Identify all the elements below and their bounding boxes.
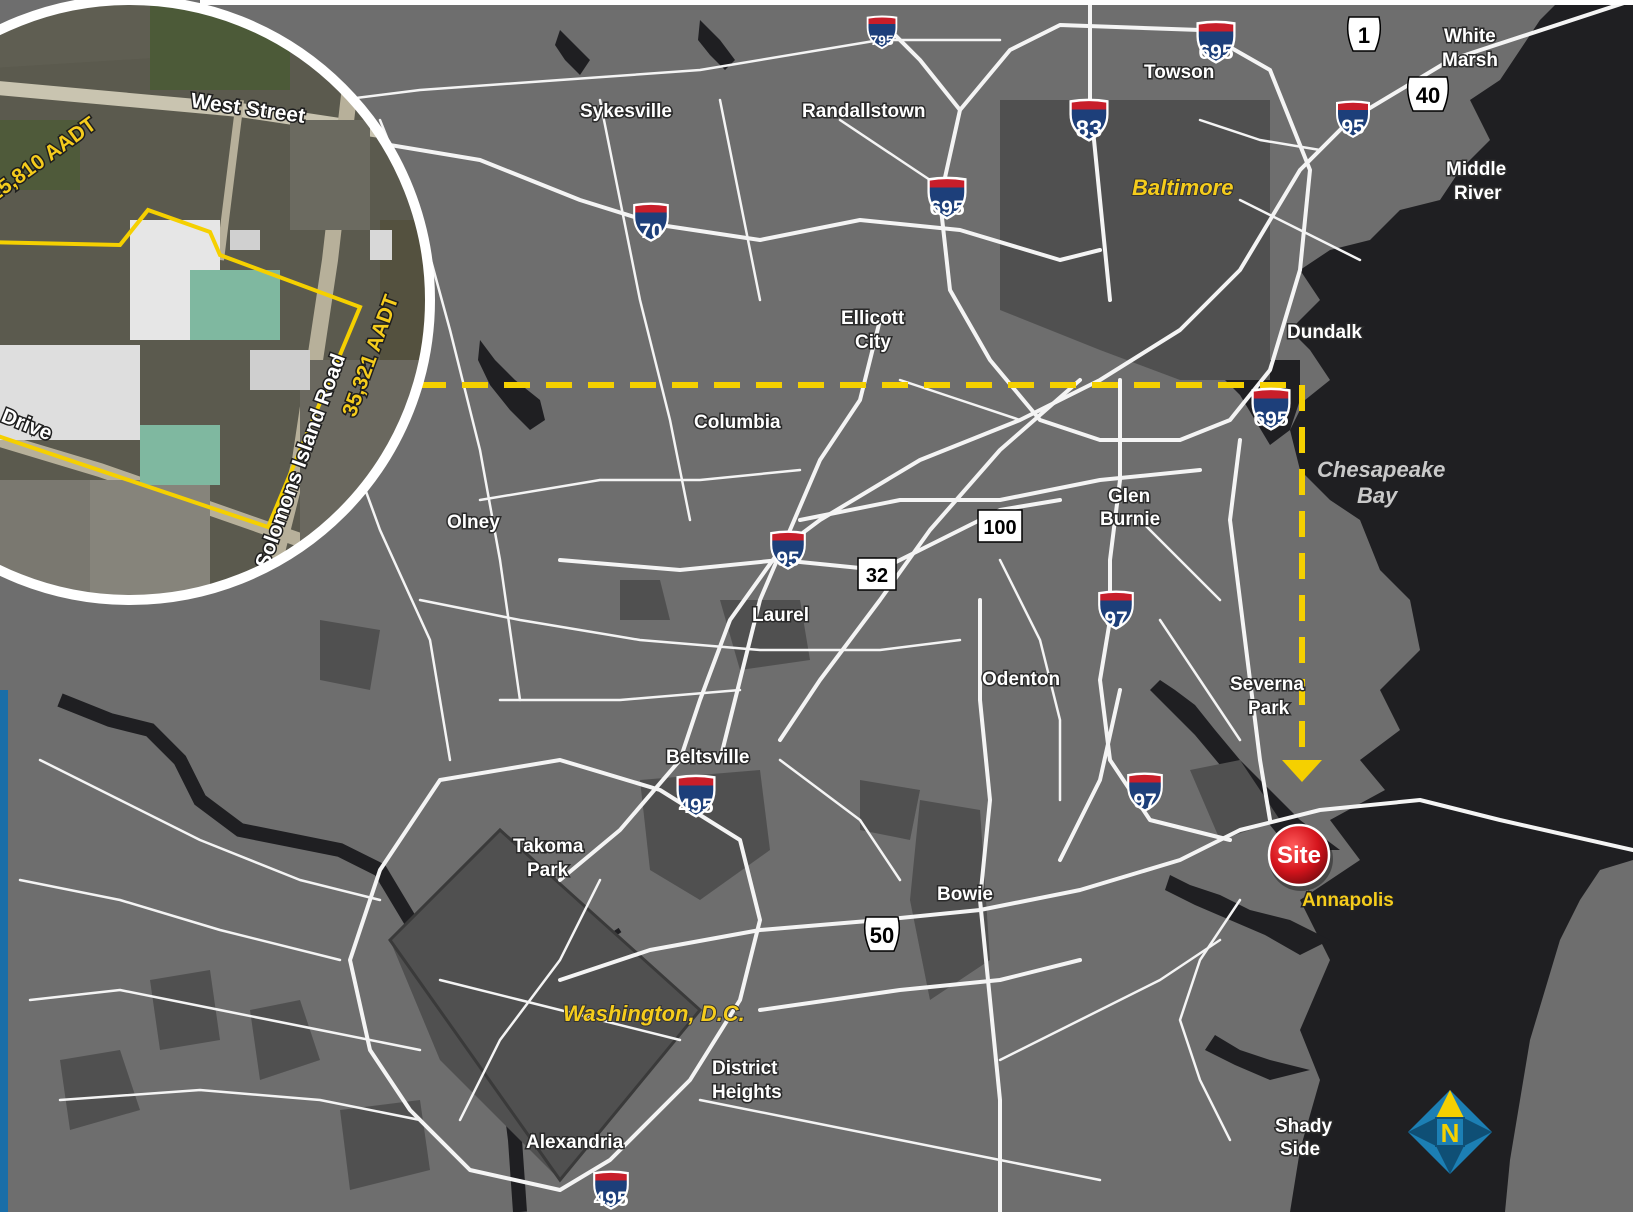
label-takoma-park-2: Park [527,860,569,881]
chesapeake-bay-water [1290,0,1633,1212]
label-severna-park-1: Severna [1230,674,1304,695]
roads [18,0,1633,1212]
label-beltsville: Beltsville [666,747,749,768]
svg-text:50: 50 [870,923,894,948]
label-bay: Bay [1357,483,1399,508]
label-ellicott-city-2: City [855,332,891,353]
severn-river [1150,680,1340,850]
eastern-shore-land [1505,860,1633,1212]
label-baltimore: Baltimore [1132,175,1233,200]
interstate-495-south-shield: 495 [593,1170,629,1211]
svg-text:695: 695 [1198,41,1233,64]
label-severna-park-2: Park [1248,698,1290,719]
svg-text:495: 495 [593,1188,628,1211]
interstate-695-southeast-shield: 695 [1251,387,1291,431]
svg-text:795: 795 [870,32,894,48]
label-bowie: Bowie [937,884,993,905]
svg-text:97: 97 [1133,790,1156,813]
interstate-97-north-shield: 97 [1098,590,1134,631]
label-dundalk: Dundalk [1287,322,1362,343]
interstate-97-south-shield: 97 [1127,772,1163,813]
us-1-shield: 1 [1346,16,1382,52]
label-sykesville: Sykesville [580,101,672,122]
svg-text:95: 95 [776,548,800,571]
label-takoma-park-1: Takoma [513,836,584,857]
svg-text:32: 32 [866,565,888,587]
site-label: Site [1277,842,1321,869]
label-washington-dc: Washington, D.C. [563,1001,745,1026]
north-label: N [1441,1118,1460,1148]
interstate-83-shield-b: 83 [1069,98,1109,143]
distance-dashed-line [420,382,1305,750]
label-white-marsh-2: Marsh [1442,50,1498,71]
label-white-marsh-1: White [1444,26,1496,47]
distance-arrow-head [1282,760,1322,782]
site-marker[interactable]: Site [1267,823,1333,891]
us-40-shield: 40 [1406,76,1450,112]
label-randallstown: Randallstown [802,101,926,122]
label-ellicott-city-1: Ellicott [841,308,905,329]
label-columbia: Columbia [694,412,781,433]
label-shady-side-2: Side [1280,1139,1320,1160]
liberty-reservoir [555,30,590,75]
svg-text:495: 495 [678,795,713,818]
top-frame-line [200,0,1633,5]
interstate-495-north-shield: 495 [676,774,716,818]
interstate-shields: 795 695 83 95 695 70 695 95 97 [593,15,1370,1211]
label-chesapeake: Chesapeake [1317,457,1445,482]
site-boundary [0,207,363,530]
label-glen-burnie-2: Burnie [1100,509,1160,530]
us-50-shield: 50 [863,916,901,952]
south-river [1165,875,1330,955]
north-arrow: N [1408,1090,1492,1174]
svg-text:695: 695 [929,197,964,220]
md-32-shield: 32 [857,557,897,591]
interstate-95-shield: 95 [770,530,806,571]
md-100-shield: 100 [977,509,1023,543]
loch-raven-reservoir [698,20,735,70]
label-annapolis: Annapolis [1302,890,1394,911]
us-route-shields: 1 40 100 32 50 [857,16,1450,952]
label-odenton: Odenton [982,669,1060,690]
left-frame-bar [0,690,8,1212]
interstate-70-shield: 70 [633,202,669,243]
interstate-95-ne-shield: 95 [1336,100,1370,139]
west-river [1205,1035,1310,1080]
label-laurel: Laurel [752,605,809,626]
label-district-heights-1: District [712,1058,778,1079]
label-towson: Towson [1144,62,1214,83]
svg-text:1: 1 [1358,23,1370,48]
svg-text:40: 40 [1416,83,1440,108]
aerial-inset-border [0,0,435,605]
svg-text:83: 83 [1076,116,1103,143]
place-labels: Sykesville Randallstown Towson White Mar… [446,25,1508,1162]
interstate-795-shield: 795 [866,15,898,50]
svg-text:97: 97 [1104,608,1127,631]
svg-text:100: 100 [983,517,1016,539]
interstate-695-west-shield: 695 [927,176,967,220]
svg-text:70: 70 [639,220,662,243]
label-middle-river-1: Middle [1446,159,1506,180]
washington-dc-boundary [388,827,703,1183]
svg-text:695: 695 [1253,408,1288,431]
interstate-695-north-shield: 695 [1196,20,1236,64]
label-shady-side-1: Shady [1275,1116,1332,1137]
label-district-heights-2: Heights [712,1082,782,1103]
label-glen-burnie-1: Glen [1108,486,1150,507]
label-alexandria: Alexandria [526,1132,624,1153]
label-olney: Olney [447,512,500,533]
svg-text:95: 95 [1341,116,1365,139]
label-middle-river-2: River [1454,183,1502,204]
